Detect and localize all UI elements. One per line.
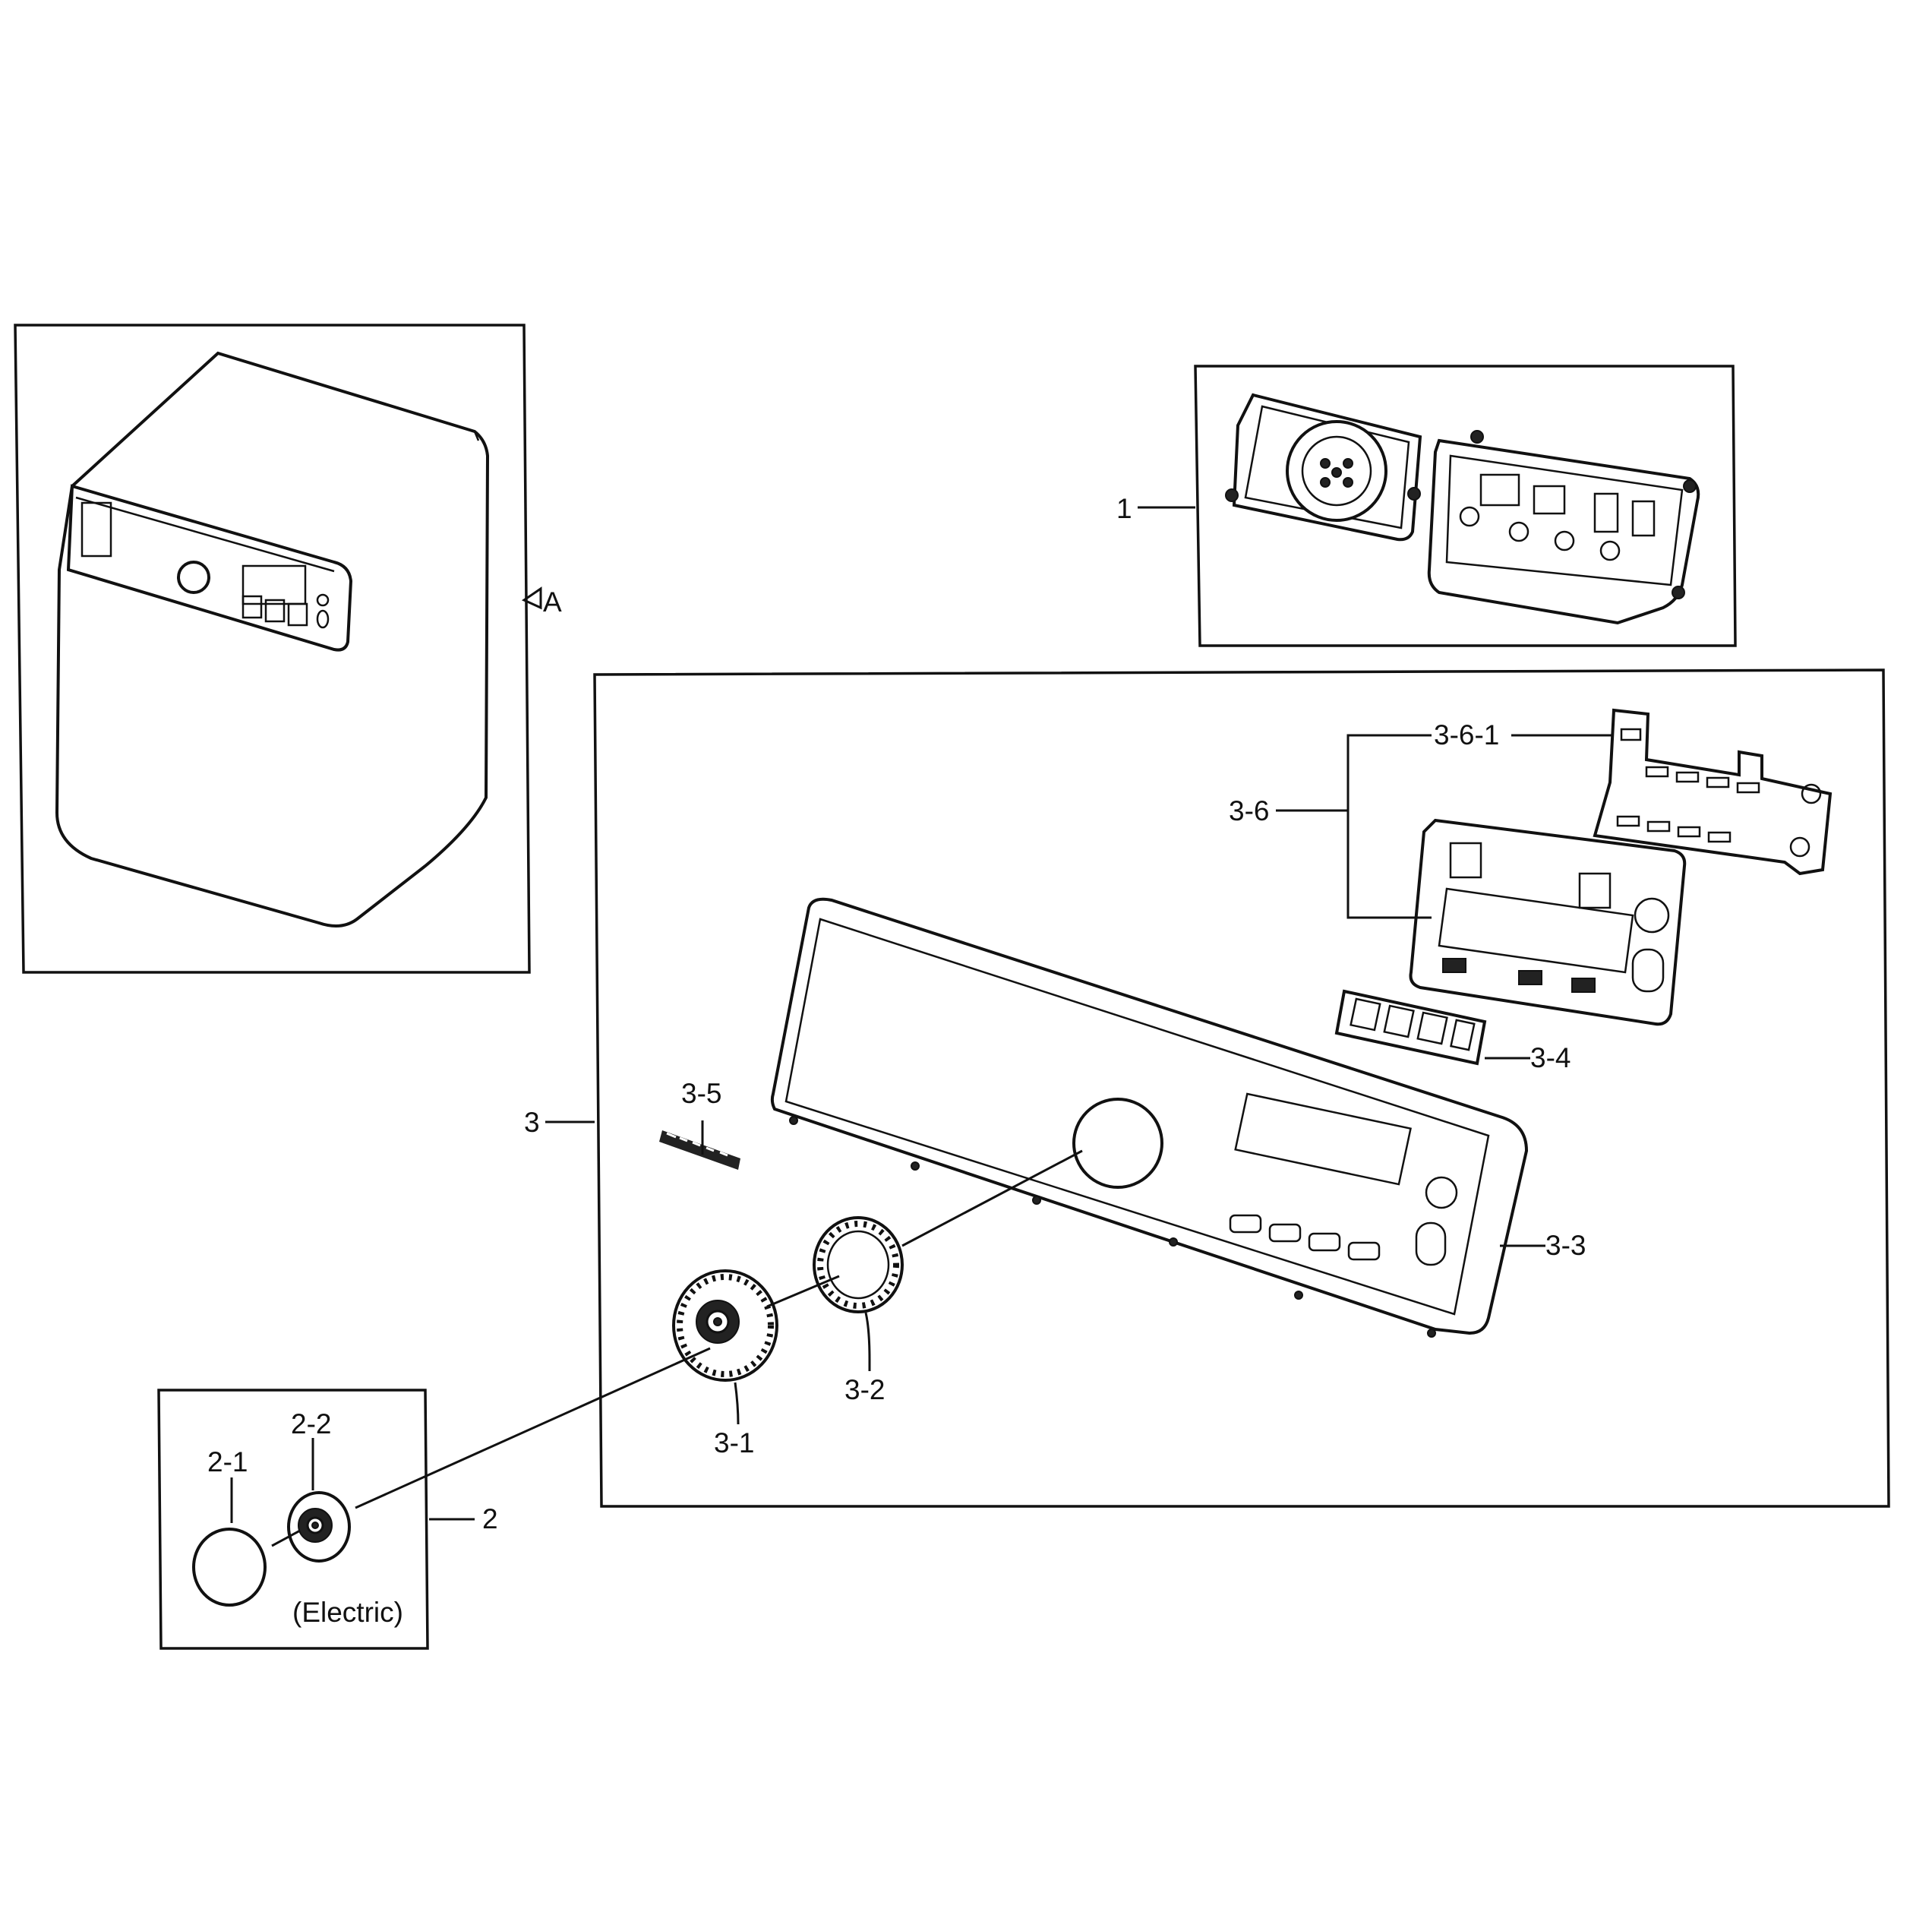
part-3-panel: 3-3 3-4 [593, 668, 1890, 1508]
control-panel-icon [770, 897, 1529, 1338]
control-pcb-icon [1225, 393, 1700, 625]
bracket-icon [1593, 708, 1833, 876]
callout-2-2: 2-2 [291, 1408, 331, 1439]
dryer-overview-icon [55, 351, 490, 927]
callout-1: 1 [1116, 493, 1132, 524]
callout-3-6: 3-6 [1229, 795, 1269, 826]
callout-view-a: A [543, 586, 562, 618]
part-1-panel: 1 [1116, 365, 1737, 647]
ring-icon [813, 1216, 904, 1313]
electric-note: (Electric) [292, 1597, 403, 1628]
logo-badge-icon [659, 1130, 740, 1170]
callout-3-3: 3-3 [1545, 1230, 1586, 1261]
callout-3-2: 3-2 [844, 1374, 885, 1405]
callout-2: 2 [482, 1503, 498, 1534]
overview-panel: A [14, 324, 562, 974]
knob-icon [192, 1491, 351, 1607]
button-set-icon [1334, 989, 1487, 1066]
display-pcb-icon [1409, 818, 1687, 1026]
callout-3-6-1: 3-6-1 [1434, 719, 1499, 751]
knob-base-icon [672, 1269, 778, 1382]
callout-2-1: 2-1 [207, 1446, 248, 1477]
part-2-panel: 2-1 2-2 (Electric) [157, 1389, 429, 1650]
callout-3-1: 3-1 [714, 1427, 754, 1458]
callout-3: 3 [524, 1107, 540, 1138]
callout-3-4: 3-4 [1530, 1042, 1571, 1073]
callout-3-5: 3-5 [681, 1078, 721, 1109]
